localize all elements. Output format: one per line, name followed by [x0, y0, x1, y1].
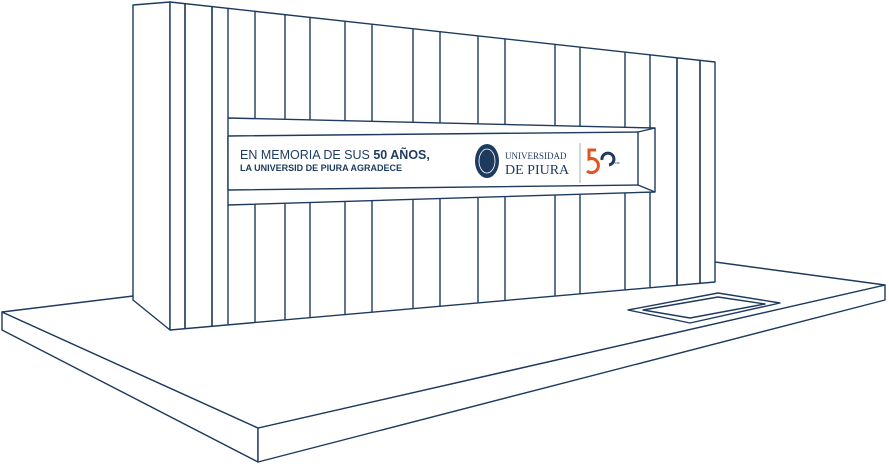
ground-plaque: [627, 292, 781, 324]
university-seal-icon: [475, 144, 499, 178]
anniversary-50-logo: [586, 148, 616, 175]
plaque-line2: LA UNIVERSID DE PIURA AGRADECE: [240, 163, 402, 173]
memorial-plaque: [227, 117, 656, 206]
anniversary-word: años: [611, 160, 620, 165]
logo-bottom: DE PIURA: [505, 163, 570, 178]
logo-top: UNIVERSIDAD: [505, 151, 567, 161]
plaque-line1: EN MEMORIA DE SUS 50 AÑOS,: [240, 147, 430, 162]
